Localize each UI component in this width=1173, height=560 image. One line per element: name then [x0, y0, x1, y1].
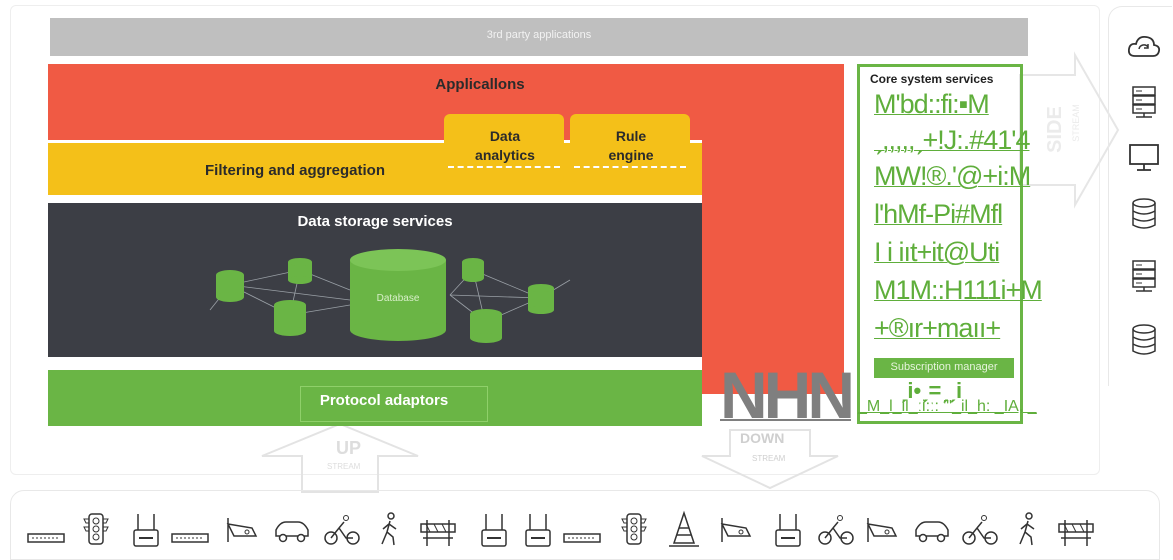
server-icon: [1126, 84, 1162, 120]
car-icon: [272, 510, 312, 550]
car-icon: [912, 510, 952, 550]
side-icon-column: [1108, 6, 1172, 386]
database-icon: [1126, 322, 1162, 358]
rule-engine-dashes: [574, 166, 686, 168]
core-service-bottom: _M_l_il_ːi:ː: "'_il_h: _IA, _: [858, 398, 1037, 415]
core-service-line: M'bd::fi:▪M: [874, 89, 990, 119]
sensor-strip-icon: [562, 510, 602, 550]
down-stream-label: DOWN: [740, 430, 785, 446]
core-services-panel: [857, 64, 1023, 424]
subscription-manager-bar: [874, 358, 1014, 378]
up-stream-sublabel: STREAM: [327, 462, 361, 471]
side-stream-arrow: [1019, 51, 1120, 209]
up-stream-arrow: [261, 422, 419, 493]
sensor-strip-icon: [26, 510, 66, 550]
filtering-label: Filtering and aggregation: [205, 162, 386, 179]
barrier-icon: [418, 510, 458, 550]
side-stream-sublabel: STREAM: [1070, 104, 1081, 142]
cloud-sync-icon: [1126, 30, 1162, 66]
router-icon: [126, 510, 166, 550]
data-analytics-dashes: [448, 166, 560, 168]
sensor-strip-icon: [170, 510, 210, 550]
camera-icon: [716, 510, 756, 550]
protocol-bar: [48, 370, 702, 426]
router-icon: [474, 510, 514, 550]
cyclist-icon: [960, 510, 1000, 550]
camera-icon: [862, 510, 902, 550]
pedestrian-icon: [1008, 510, 1048, 550]
core-service-line: +®ır+maıı+: [874, 313, 1001, 343]
side-stream-label: SIDE: [1043, 106, 1066, 153]
router-icon: [768, 510, 808, 550]
database-label: Database: [376, 293, 420, 304]
cyclist-icon: [816, 510, 856, 550]
database-network: [209, 249, 571, 343]
rule-engine-box: [570, 114, 690, 182]
router-icon: [518, 510, 558, 550]
up-stream-label: UP: [336, 438, 362, 458]
applications-column: [702, 64, 844, 394]
database-icon: [1126, 196, 1162, 232]
traffic-light-icon: [76, 510, 116, 550]
barrier-icon: [1056, 510, 1096, 550]
core-service-extra: ˏi•ˏ=ˏˏi: [900, 378, 963, 403]
cyclist-icon: [322, 510, 362, 550]
applications-label: Applicallons: [435, 76, 525, 93]
core-services-title: Core system services: [870, 72, 994, 86]
core-service-line: ˏ,,,,,ˏ+!J:.#41'4: [874, 125, 1030, 155]
monitor-icon: [1126, 140, 1162, 176]
traffic-cone-icon: [664, 510, 704, 550]
down-stream-sublabel: STREAM: [752, 454, 786, 463]
data-storage-label: Data storage services: [297, 213, 453, 230]
core-service-line: M1M::H111i+M: [874, 275, 1043, 305]
rule-engine-label: Rule engine: [608, 128, 654, 163]
protocol-label-box: [300, 386, 488, 422]
nhn-watermark: NHN: [720, 358, 855, 432]
traffic-light-icon: [614, 510, 654, 550]
third-party-bar: [50, 18, 1028, 56]
pedestrian-icon: [370, 510, 410, 550]
data-analytics-box: [444, 114, 564, 182]
subscription-manager-label: Subscription manager: [890, 361, 998, 373]
background-frame: [10, 5, 1100, 475]
server-icon: [1126, 258, 1162, 294]
camera-icon: [222, 510, 262, 550]
down-stream-arrow: [701, 429, 839, 490]
core-service-line: I i iıt+it@Uti: [874, 237, 1000, 267]
core-service-line: l'hMf-Pi#Mfl: [874, 199, 1003, 229]
data-analytics-label: Data analytics: [475, 128, 535, 163]
core-service-line: MW!®.'@+i:M: [874, 161, 1031, 191]
protocol-label: Protocol adaptors: [319, 392, 449, 409]
third-party-label: 3rd party applications: [486, 29, 592, 41]
